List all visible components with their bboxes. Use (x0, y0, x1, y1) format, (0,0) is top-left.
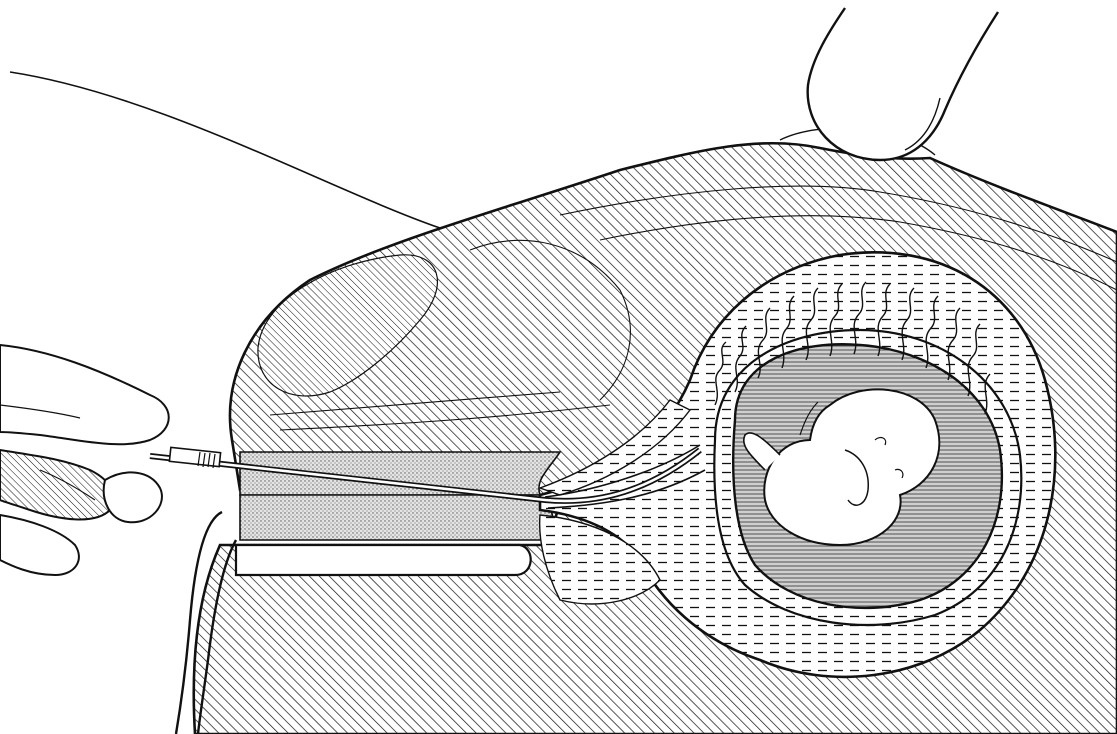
ultrasound-transducer-icon (808, 8, 998, 160)
hand-holding-catheter-icon (0, 345, 169, 575)
skin-outline (10, 72, 440, 228)
